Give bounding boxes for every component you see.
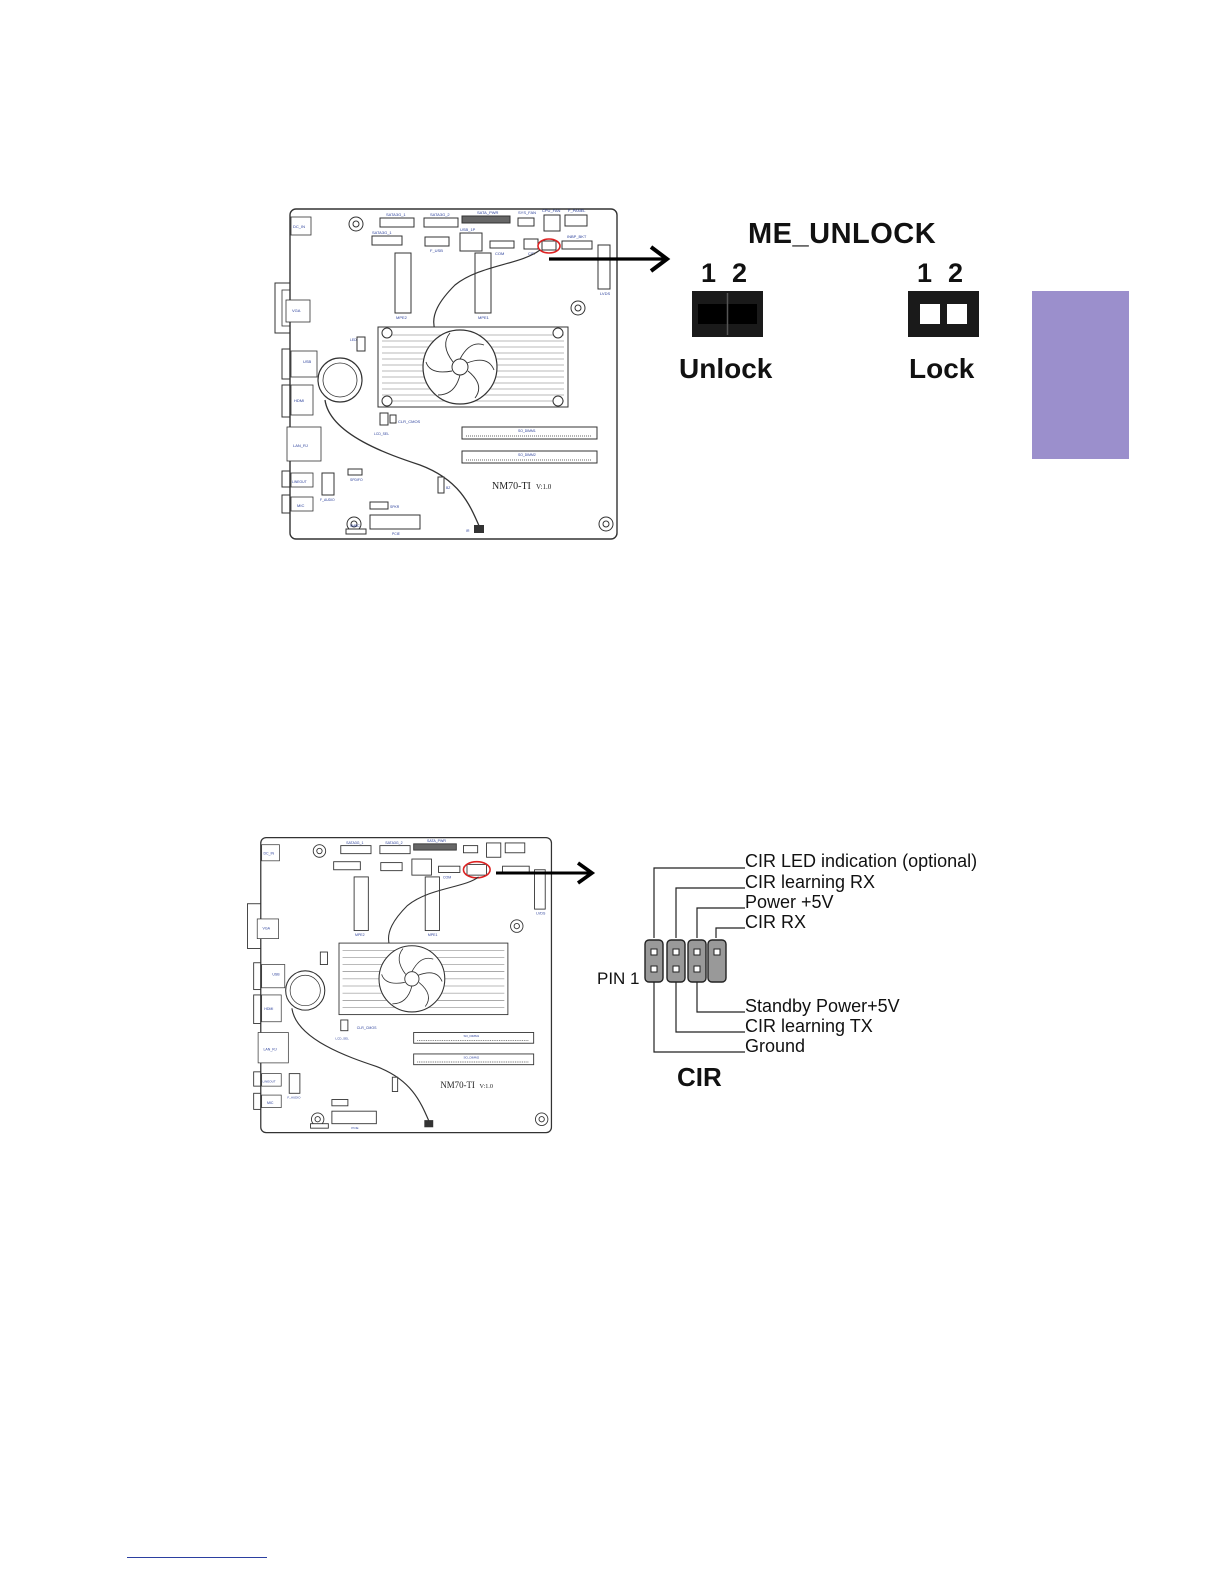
lineout-label: LINEOUT <box>292 480 307 484</box>
lan-label: LAN_RJ <box>293 443 308 448</box>
clr-cmos-label: CLR_CMOS <box>398 419 421 424</box>
ir-label: IR <box>466 529 470 533</box>
me-unlock-title: ME_UNLOCK <box>748 218 937 250</box>
hdmi-label: HDMI <box>294 398 304 403</box>
f-panel-label: F_PANEL <box>568 208 586 213</box>
cir-f-audio-label: F_AUDIO <box>287 1096 301 1100</box>
bz-label: BZ <box>446 486 450 490</box>
cir-pin-label-2: CIR learning RX <box>745 872 876 892</box>
mic-label: MIC <box>297 503 304 508</box>
cir-hdmi-label: HDMI <box>264 1007 273 1011</box>
unlock-pin2-number: 2 <box>732 258 748 288</box>
chapter-side-tab <box>1032 291 1129 459</box>
cir-clr-cmos-label: CLR_CMOS <box>357 1026 377 1030</box>
cir-sata-pwr-label: SATA_PWR <box>427 839 446 843</box>
spdifo-label: SPDIFO <box>350 478 363 482</box>
usb-label: USB <box>303 359 312 364</box>
f-usb-label: F_USB <box>430 248 443 253</box>
cir-board-version: V:1.0 <box>479 1083 493 1090</box>
sata-pwr-label: SATA_PWR <box>477 210 499 215</box>
cir-title: CIR <box>677 1062 722 1092</box>
f-audio-label: F_AUDIO <box>320 498 335 502</box>
cir-mpe2-label: MPE2 <box>355 933 365 937</box>
spkr-label: SPKR <box>390 505 400 509</box>
svg-text:LED: LED <box>350 338 357 342</box>
lcd-sel-label: LCD_SEL <box>374 432 389 436</box>
lock-label: Lock <box>909 353 975 384</box>
me-unlock-board-diagram: DC_IN VGA USB HDMI LAN_RJ LINEOUT MIC SA… <box>270 205 630 545</box>
cir-header-icon <box>600 860 760 1060</box>
footer-rule <box>127 1557 267 1558</box>
cir-com-label: COM <box>443 876 451 880</box>
pcie-label: PCIE <box>392 532 401 536</box>
unlock-jumper-icon <box>692 291 763 337</box>
cir-pin-label-4: CIR RX <box>745 912 807 932</box>
me-unlock-arrow <box>545 240 675 280</box>
unlock-pin1-number: 1 <box>701 258 717 288</box>
cir-so-dimm2-label: SO_DIMM2 <box>463 1055 479 1059</box>
cir-mpe1-label: MPE1 <box>428 933 438 937</box>
cir-pin-label-1: CIR LED indication (optional) <box>745 851 978 871</box>
cir-board-diagram: DC_IN VGA USB HDMI LAN_RJ LINEOUT MIC SA… <box>243 834 563 1138</box>
cir-arrow <box>494 857 599 889</box>
usb-1p-label: USB_1P <box>460 227 476 232</box>
lvds-label: LVDS <box>600 291 610 296</box>
cir-lcd-sel-label: LCD_SEL <box>335 1037 349 1041</box>
cir-lan-label: LAN_RJ <box>263 1047 276 1051</box>
cir-usb-label: USB <box>272 972 280 976</box>
cir-mic-label: MIC <box>267 1101 274 1105</box>
cir-board-model: NM70-TI <box>440 1080 475 1090</box>
cpu-fan-label: CPU_FAN <box>542 208 561 213</box>
so-dimm2-label: SO_DIMM2 <box>518 453 536 457</box>
sata1-label: SATA3G_1 <box>386 212 406 217</box>
dc-in-label: DC_IN <box>293 224 305 229</box>
com-label: COM <box>495 251 504 256</box>
board-model: NM70-TI <box>492 481 531 492</box>
cir-sata2-label: SATA3G_2 <box>385 841 402 845</box>
so-dimm1-label: SO_DIMM1 <box>518 429 536 433</box>
unlock-label: Unlock <box>679 353 773 384</box>
mpe1-label: MPE1 <box>478 315 490 320</box>
sata0-label: SATA3G_1 <box>372 230 392 235</box>
cir-board-label: CIR <box>528 251 535 256</box>
cir-so-dimm1-label: SO_DIMM1 <box>463 1034 479 1038</box>
cir-pin-label-6: CIR learning TX <box>745 1016 873 1036</box>
lock-jumper-icon <box>908 291 979 337</box>
lock-pin2-number: 2 <box>948 258 964 288</box>
sys-fan-label: SYS_FAN <box>518 210 536 215</box>
cir-sata1-label: SATA3G_1 <box>346 841 363 845</box>
cir-lineout-label: LINEOUT <box>263 1080 276 1084</box>
vga-label: VGA <box>292 308 301 313</box>
board-version: V:1.0 <box>536 483 552 491</box>
cir-dc-in-label: DC_IN <box>263 852 274 856</box>
cir-pin-label-5: Standby Power+5V <box>745 996 900 1016</box>
smbc-label: SMBC <box>350 524 360 528</box>
cir-lvds-label: LVDS <box>536 911 546 915</box>
cir-pin1-label: PIN 1 <box>597 969 640 988</box>
inbp-bkt-label: INBP_BKT <box>567 234 587 239</box>
cir-pin-label-3: Power +5V <box>745 892 834 912</box>
cir-pin-label-7: Ground <box>745 1036 806 1056</box>
sata2-label: SATA3G_2 <box>430 212 450 217</box>
cir-pcie-label: PCIE <box>351 1126 358 1130</box>
lock-pin1-number: 1 <box>917 258 933 288</box>
mpe2-label: MPE2 <box>396 315 408 320</box>
cir-vga-label: VGA <box>263 927 271 931</box>
